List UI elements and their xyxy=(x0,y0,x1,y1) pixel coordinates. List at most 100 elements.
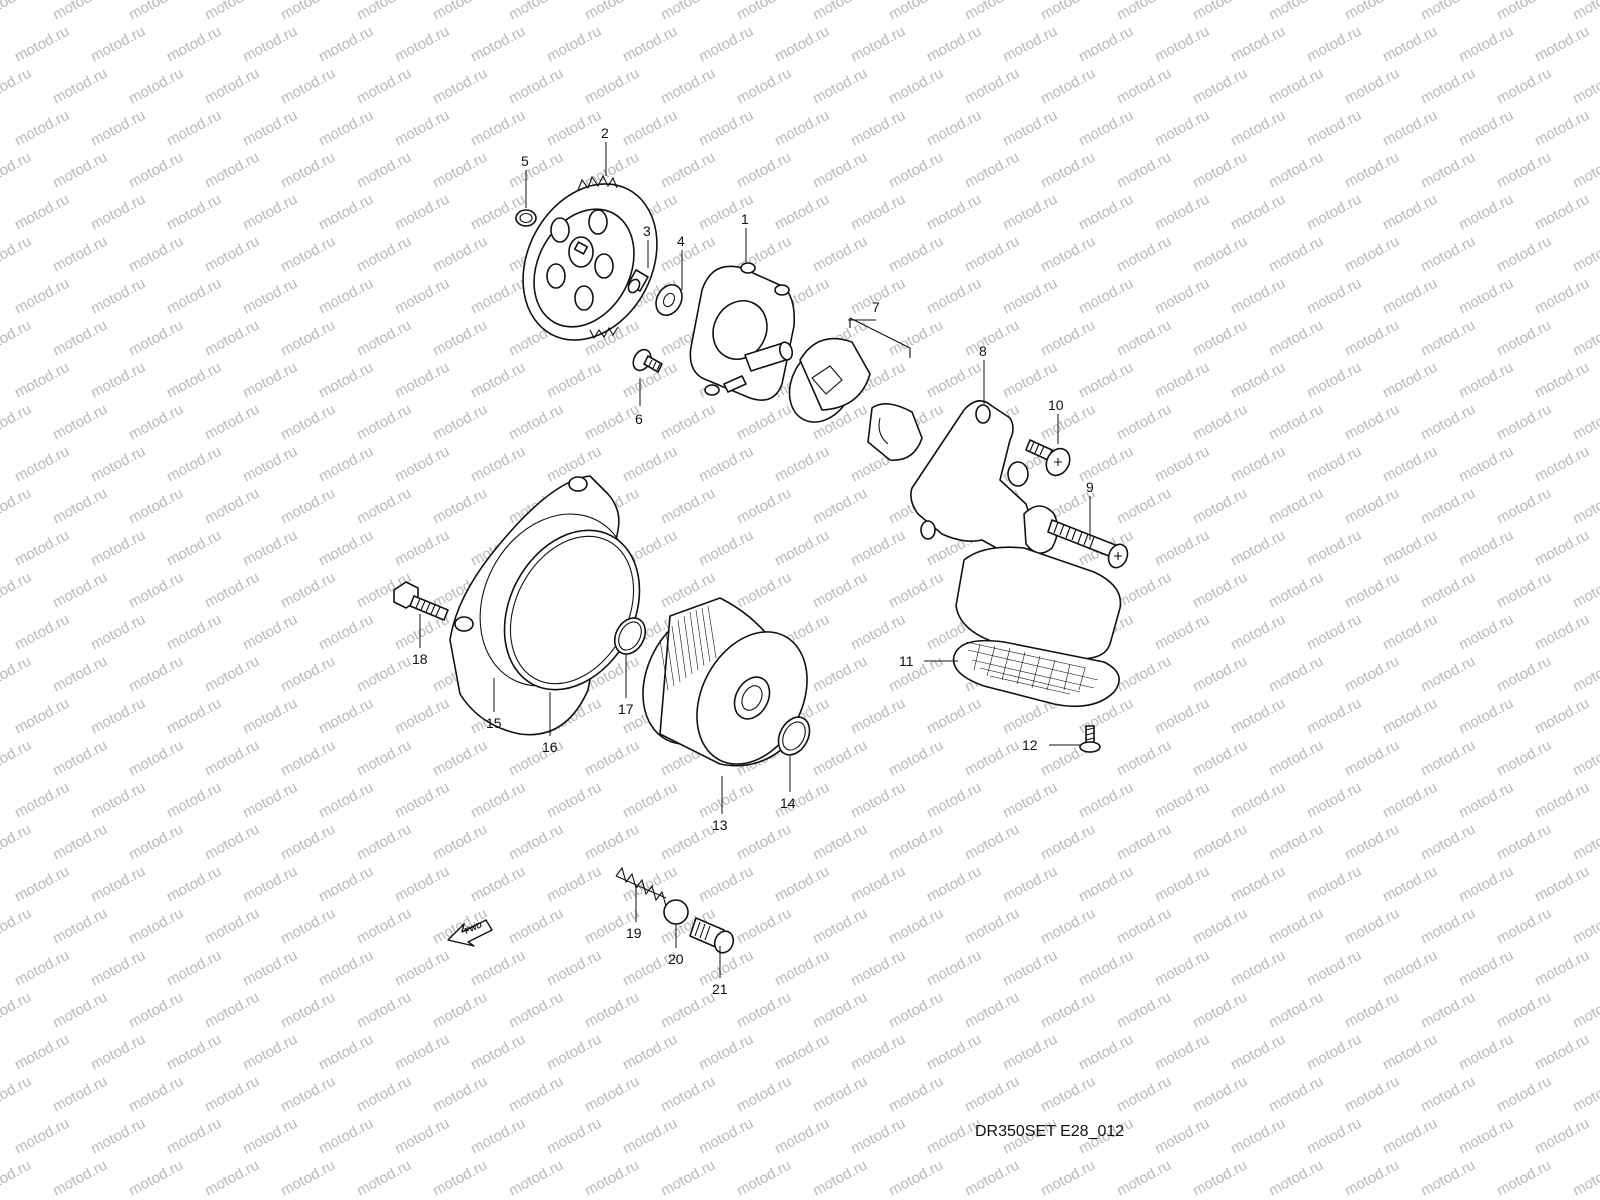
watermark-text: motod.ru xyxy=(1494,401,1554,444)
watermark-text: motod.ru xyxy=(0,401,34,444)
watermark-text: motod.ru xyxy=(278,401,338,444)
watermark-text: motod.ru xyxy=(886,233,946,276)
watermark-text: motod.ru xyxy=(1038,905,1098,948)
watermark-text: motod.ru xyxy=(1304,359,1364,402)
watermark-text: motod.ru xyxy=(1304,443,1364,486)
part-spring xyxy=(615,866,667,907)
parts-group: FWD xyxy=(393,174,1129,954)
watermark-text: motod.ru xyxy=(924,1031,984,1074)
watermark-text: motod.ru xyxy=(354,1157,414,1200)
watermark-text: motod.ru xyxy=(126,233,186,276)
watermark-text: motod.ru xyxy=(126,149,186,192)
watermark-text: motod.ru xyxy=(1342,485,1402,528)
watermark-text: motod.ru xyxy=(12,191,72,234)
watermark-text: motod.ru xyxy=(1114,821,1174,864)
watermark-text: motod.ru xyxy=(1266,1073,1326,1116)
watermark-text: motod.ru xyxy=(1380,611,1440,654)
watermark-text: motod.ru xyxy=(658,65,718,108)
watermark-text: motod.ru xyxy=(734,485,794,528)
watermark-text: motod.ru xyxy=(392,107,452,150)
watermark-text: motod.ru xyxy=(0,569,34,612)
watermark-text: motod.ru xyxy=(88,947,148,990)
watermark-text: motod.ru xyxy=(1380,275,1440,318)
watermark-text: motod.ru xyxy=(1494,569,1554,612)
watermark-text: motod.ru xyxy=(12,863,72,906)
watermark-text: motod.ru xyxy=(88,191,148,234)
watermark-text: motod.ru xyxy=(1532,1031,1592,1074)
watermark-text: motod.ru xyxy=(1418,401,1478,444)
watermark-text: motod.ru xyxy=(1152,863,1212,906)
watermark-text: motod.ru xyxy=(1418,233,1478,276)
watermark-text: motod.ru xyxy=(164,695,224,738)
watermark-text: motod.ru xyxy=(164,23,224,66)
watermark-text: motod.ru xyxy=(240,947,300,990)
watermark-text: motod.ru xyxy=(316,527,376,570)
watermark-text: motod.ru xyxy=(1114,233,1174,276)
watermark-text: motod.ru xyxy=(848,695,908,738)
watermark-text: motod.ru xyxy=(240,443,300,486)
watermark-text: motod.ru xyxy=(240,527,300,570)
watermark-text: motod.ru xyxy=(164,107,224,150)
watermark-text: motod.ru xyxy=(50,149,110,192)
watermark-text: motod.ru xyxy=(1190,1157,1250,1200)
watermark-text: motod.ru xyxy=(1304,107,1364,150)
watermark-text: motod.ru xyxy=(1342,317,1402,360)
watermark-text: motod.ru xyxy=(354,653,414,696)
watermark-text: motod.ru xyxy=(810,233,870,276)
watermark-text: motod.ru xyxy=(1570,1157,1600,1200)
watermark-text: motod.ru xyxy=(50,569,110,612)
watermark-text: motod.ru xyxy=(126,569,186,612)
watermark-text: motod.ru xyxy=(848,23,908,66)
watermark-text: motod.ru xyxy=(278,1073,338,1116)
watermark-text: motod.ru xyxy=(1304,947,1364,990)
watermark-text: motod.ru xyxy=(582,821,642,864)
watermark-text: motod.ru xyxy=(1114,149,1174,192)
watermark-text: motod.ru xyxy=(1114,401,1174,444)
watermark-text: motod.ru xyxy=(1456,527,1516,570)
watermark-text: motod.ru xyxy=(848,1031,908,1074)
watermark-text: motod.ru xyxy=(734,905,794,948)
watermark-text: motod.ru xyxy=(506,1157,566,1200)
watermark-text: motod.ru xyxy=(772,527,832,570)
watermark-text: motod.ru xyxy=(164,275,224,318)
callout-6: 6 xyxy=(635,411,643,427)
watermark-text: motod.ru xyxy=(1076,275,1136,318)
watermark-text: motod.ru xyxy=(126,0,186,24)
watermark-text: motod.ru xyxy=(1152,23,1212,66)
watermark-text: motod.ru xyxy=(506,149,566,192)
watermark-text: motod.ru xyxy=(734,989,794,1032)
watermark-text: motod.ru xyxy=(1570,1073,1600,1116)
watermark-text: motod.ru xyxy=(316,443,376,486)
watermark-text: motod.ru xyxy=(430,233,490,276)
watermark-text: motod.ru xyxy=(1532,191,1592,234)
watermark-text: motod.ru xyxy=(1038,149,1098,192)
watermark-text: motod.ru xyxy=(1266,317,1326,360)
watermark-text: motod.ru xyxy=(1456,1031,1516,1074)
watermark-text: motod.ru xyxy=(1076,443,1136,486)
drawing-code: DR350SET E28_012 xyxy=(975,1123,1125,1140)
watermark-text: motod.ru xyxy=(1570,653,1600,696)
callout-11: 11 xyxy=(899,653,914,669)
part-washer xyxy=(655,283,683,317)
watermark-text: motod.ru xyxy=(1228,863,1288,906)
watermark-text: motod.ru xyxy=(810,485,870,528)
watermark-text: motod.ru xyxy=(1532,947,1592,990)
watermark-text: motod.ru xyxy=(1456,443,1516,486)
watermark-text: motod.ru xyxy=(1228,1115,1288,1158)
watermark-text: motod.ru xyxy=(1114,1157,1174,1200)
watermark-text: motod.ru xyxy=(582,989,642,1032)
watermark-text: motod.ru xyxy=(430,989,490,1032)
watermark-text: motod.ru xyxy=(1494,233,1554,276)
watermark-text: motod.ru xyxy=(1114,65,1174,108)
watermark-text: motod.ru xyxy=(278,149,338,192)
watermark-text: motod.ru xyxy=(772,947,832,990)
part-rotor-set xyxy=(788,317,923,461)
watermark-text: motod.ru xyxy=(392,779,452,822)
watermark-text: motod.ru xyxy=(772,863,832,906)
watermark-text: motod.ru xyxy=(468,1115,528,1158)
watermark-text: motod.ru xyxy=(12,1115,72,1158)
watermark-text: motod.ru xyxy=(468,23,528,66)
watermark-text: motod.ru xyxy=(392,527,452,570)
watermark-text: motod.ru xyxy=(1570,401,1600,444)
watermark-text: motod.ru xyxy=(1380,527,1440,570)
